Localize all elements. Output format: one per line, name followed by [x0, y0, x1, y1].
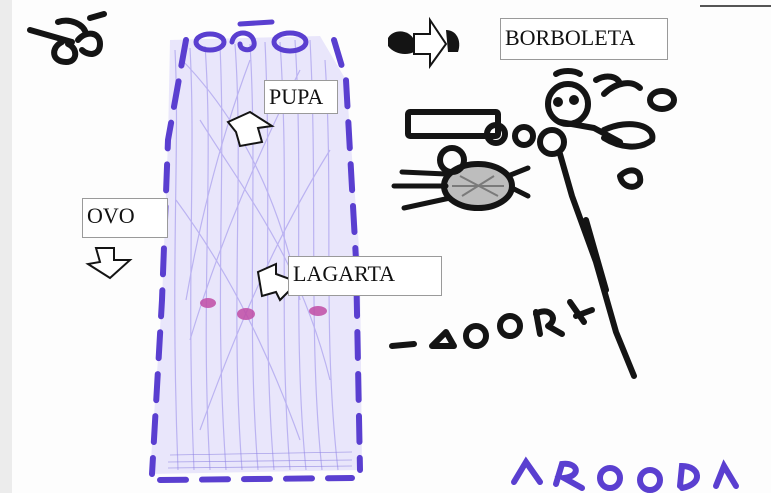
label-borboleta: BORBOLETA	[500, 18, 668, 60]
label-pupa: PUPA	[264, 80, 338, 114]
label-ovo: OVO	[82, 198, 168, 238]
flower-icon	[405, 68, 677, 379]
arrow-up-right-icon	[226, 110, 275, 148]
label-lagarta: LAGARTA	[288, 256, 442, 296]
bottom-writing	[511, 456, 739, 493]
scribble-top-left	[27, 11, 107, 66]
handwritten-name	[389, 299, 595, 349]
arrow-down-icon	[85, 247, 133, 280]
crayon-pillar	[149, 19, 363, 483]
spider-icon	[391, 145, 531, 211]
arrow-right-icon	[413, 16, 448, 70]
